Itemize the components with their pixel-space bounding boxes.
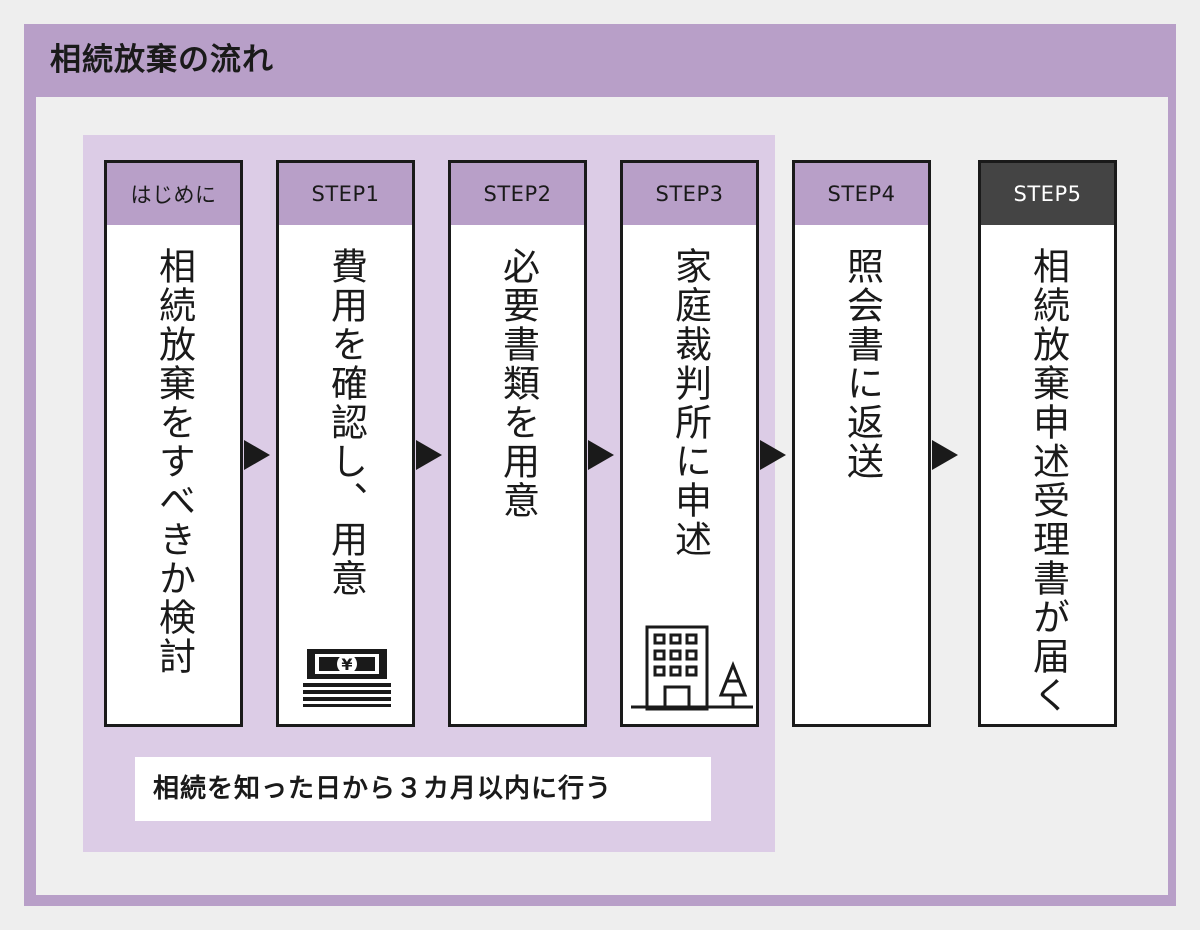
- step-5: STEP5 相続放棄申述受理書が届く: [978, 160, 1117, 727]
- arrow-right-icon: [760, 440, 786, 470]
- arrow-right-icon: [588, 440, 614, 470]
- arrow-right-icon: [932, 440, 958, 470]
- step-label: はじめに: [107, 163, 240, 225]
- step-intro: はじめに 相続放棄をすべきか検討: [104, 160, 243, 727]
- step-label: STEP3: [623, 163, 756, 225]
- diagram-title: 相続放棄の流れ: [50, 42, 274, 78]
- svg-text:¥: ¥: [341, 655, 352, 674]
- step-label: STEP5: [981, 163, 1114, 225]
- step-label: STEP4: [795, 163, 928, 225]
- yen-banknotes-icon: ¥: [303, 649, 391, 707]
- court-building-icon: [631, 625, 753, 711]
- step-text: 必要書類を用意: [496, 247, 540, 520]
- step-3: STEP3 家庭裁判所に申述: [620, 160, 759, 727]
- step-label: STEP2: [451, 163, 584, 225]
- arrow-right-icon: [244, 440, 270, 470]
- arrow-right-icon: [416, 440, 442, 470]
- step-2: STEP2 必要書類を用意: [448, 160, 587, 727]
- step-1: STEP1 費用を確認し、用意 ¥: [276, 160, 415, 727]
- deadline-note: 相続を知った日から３カ月以内に行う: [135, 757, 711, 821]
- step-4: STEP4 照会書に返送: [792, 160, 931, 727]
- step-text: 家庭裁判所に申述: [668, 247, 712, 559]
- step-text: 費用を確認し、用意: [324, 247, 368, 598]
- step-label: STEP1: [279, 163, 412, 225]
- step-text: 照会書に返送: [840, 247, 884, 481]
- step-text: 相続放棄申述受理書が届く: [1026, 247, 1070, 715]
- step-text: 相続放棄をすべきか検討: [152, 247, 196, 676]
